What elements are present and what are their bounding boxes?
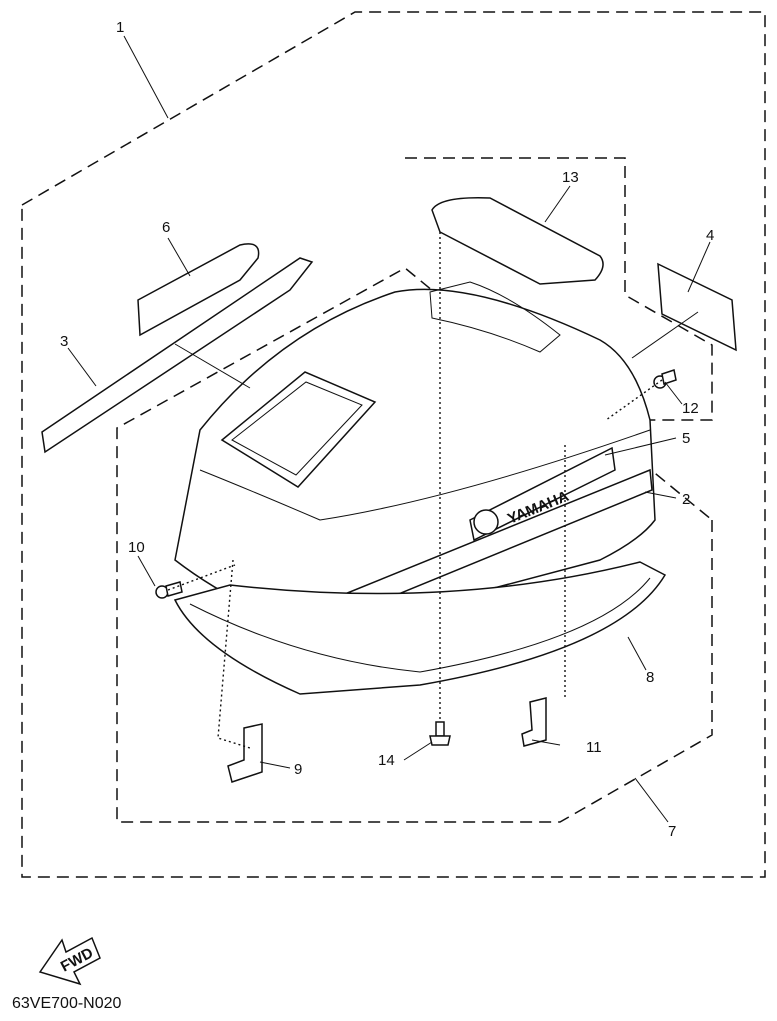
cowling-window-inner [231, 381, 363, 476]
alignment-lines [167, 232, 663, 749]
callout-8: 8 [646, 669, 654, 686]
callout-14: 14 [378, 752, 395, 769]
callout-10: 10 [128, 539, 145, 556]
drawing-code: 63VE700-N020 [12, 995, 122, 1012]
cowling-window [220, 371, 377, 488]
callout-13: 13 [562, 169, 579, 186]
handle-opening [429, 281, 561, 353]
callout-5: 5 [682, 430, 690, 447]
side-decal-6 [137, 243, 260, 337]
rear-decal-4 [657, 262, 737, 352]
callout-7: 7 [668, 823, 676, 840]
assembly-boundary-7 [116, 157, 713, 823]
callout-4: 4 [706, 227, 714, 244]
cowling-ridge [199, 429, 651, 521]
bolt-10 [155, 581, 183, 599]
leader-lines [67, 35, 711, 823]
tuning-fork-logo [473, 509, 499, 535]
forward-arrow-icon: FWD [38, 936, 101, 986]
callout-2: 2 [682, 491, 690, 508]
callout-11: 11 [586, 739, 602, 756]
callout-12: 12 [682, 400, 699, 417]
callout-9: 9 [294, 761, 302, 778]
seal-8-inner [189, 577, 651, 673]
callout-3: 3 [60, 333, 68, 350]
callout-6: 6 [162, 219, 170, 236]
screw-14 [429, 721, 451, 746]
assembly-boundary-1 [21, 11, 766, 878]
callout-1: 1 [116, 19, 124, 36]
bracket-11 [521, 697, 547, 747]
handle-cover-13 [431, 197, 604, 285]
bracket-9 [227, 723, 263, 783]
seal-8 [173, 561, 667, 695]
bolt-12 [653, 369, 677, 389]
stripe-decal-3 [41, 257, 314, 454]
